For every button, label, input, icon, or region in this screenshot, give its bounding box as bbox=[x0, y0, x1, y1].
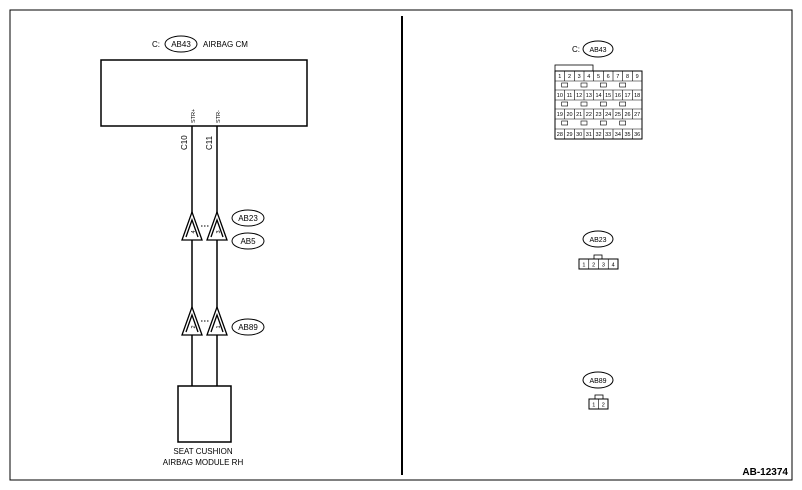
ab43-pin-label: 12 bbox=[576, 93, 582, 99]
view-ab23-badge bbox=[582, 230, 614, 248]
view-ab43-prefix: C: bbox=[572, 45, 580, 54]
inline-connector-ab89: 2 1 AB89 bbox=[181, 305, 265, 336]
ab5-label: AB5 bbox=[240, 237, 256, 246]
view-ab89-id: AB89 bbox=[589, 378, 606, 385]
ab43-pin-label: 15 bbox=[605, 93, 611, 99]
diagram-id: AB-12374 bbox=[742, 467, 788, 478]
ab43-pin-label: 7 bbox=[616, 74, 619, 80]
ab43-pin-label: 29 bbox=[566, 132, 572, 138]
inline-pin-2: 2 bbox=[191, 325, 197, 328]
inline-pin-3: 3 bbox=[216, 230, 222, 233]
airbag-cm-box bbox=[100, 59, 308, 127]
ab43-pin-label: 8 bbox=[626, 74, 629, 80]
ab43-pin-label: 1 bbox=[558, 74, 561, 80]
ab23-badge bbox=[231, 209, 265, 227]
module-label-line1: SEAT CUSHION bbox=[173, 447, 232, 456]
ab43-pin-label: 11 bbox=[567, 93, 573, 99]
ab23-label: AB23 bbox=[238, 214, 258, 223]
cm-label: AIRBAG CM bbox=[203, 40, 248, 49]
ab89-pin-label: 1 bbox=[592, 403, 595, 409]
ab43-pin-label: 20 bbox=[566, 112, 572, 118]
ab43-pin-label: 24 bbox=[605, 112, 611, 118]
seat-cushion-module-box bbox=[177, 385, 232, 443]
module-label-line2: AIRBAG MODULE RH bbox=[163, 458, 244, 467]
view-ab43-badge bbox=[582, 40, 614, 58]
ab43-pin-label: 22 bbox=[586, 112, 592, 118]
ab43-pin-label: 21 bbox=[576, 112, 582, 118]
ab43-pin-label: 9 bbox=[636, 74, 639, 80]
view-ab43-id: AB43 bbox=[589, 47, 606, 54]
ab43-pin-label: 13 bbox=[586, 93, 592, 99]
ab43-pin-label: 5 bbox=[597, 74, 600, 80]
ab43-pin-label: 26 bbox=[624, 112, 630, 118]
ab43-pin-label: 2 bbox=[568, 74, 571, 80]
inline-connector-ab23-ab5: 4 3 AB23 AB5 bbox=[181, 209, 265, 250]
ab43-pin-label: 33 bbox=[605, 132, 611, 138]
ab43-pin-label: 14 bbox=[595, 93, 601, 99]
view-ab89-badge bbox=[582, 371, 614, 389]
ab43-pin-label: 6 bbox=[607, 74, 610, 80]
ab43-pin-label: 31 bbox=[586, 132, 592, 138]
view-ab23-id: AB23 bbox=[589, 237, 606, 244]
ab43-pin-label: 17 bbox=[624, 93, 630, 99]
connector-view-ab23: 1 2 3 4 bbox=[578, 254, 619, 270]
ab43-pin-label: 27 bbox=[634, 112, 640, 118]
ab43-pin-label: 18 bbox=[634, 93, 640, 99]
ab23-pin-label: 1 bbox=[582, 263, 585, 269]
ab89-label: AB89 bbox=[238, 323, 258, 332]
ab43-pin-label: 30 bbox=[576, 132, 582, 138]
ab43-pin-label: 28 bbox=[557, 132, 563, 138]
diagram-frame bbox=[9, 9, 793, 481]
ab43-pin-label: 4 bbox=[587, 74, 590, 80]
ab23-pin-label: 3 bbox=[602, 263, 605, 269]
inline-pin-1: 1 bbox=[216, 325, 222, 328]
ab5-badge bbox=[231, 232, 265, 250]
ab43-pin-label: 34 bbox=[615, 132, 621, 138]
ab43-pin-label: 10 bbox=[557, 93, 563, 99]
ab43-pin-label: 16 bbox=[615, 93, 621, 99]
ab43-pin-label: 35 bbox=[624, 132, 630, 138]
cm-connector-id: AB43 bbox=[171, 40, 191, 49]
signal-str-minus: STR- bbox=[216, 110, 222, 123]
ab89-pin-label: 2 bbox=[602, 403, 605, 409]
cm-connector-badge bbox=[164, 35, 198, 53]
ab43-pin-label: 32 bbox=[595, 132, 601, 138]
cm-connector-prefix: C: bbox=[152, 40, 160, 49]
signal-str-plus: STR+ bbox=[191, 109, 197, 123]
wires bbox=[191, 126, 218, 386]
ab89-badge bbox=[231, 318, 265, 336]
ab23-pin-label: 2 bbox=[592, 263, 595, 269]
pin-c11: C11 bbox=[205, 135, 214, 150]
inline-pin-4: 4 bbox=[191, 230, 197, 233]
ab23-pin-label: 4 bbox=[612, 263, 615, 269]
ab43-pin-label: 23 bbox=[595, 112, 601, 118]
ab43-pin-label: 3 bbox=[578, 74, 581, 80]
pin-c10: C10 bbox=[180, 135, 189, 150]
ab43-pin-label: 25 bbox=[615, 112, 621, 118]
ab43-pin-label: 19 bbox=[557, 112, 563, 118]
ab43-pin-label: 36 bbox=[634, 132, 640, 138]
